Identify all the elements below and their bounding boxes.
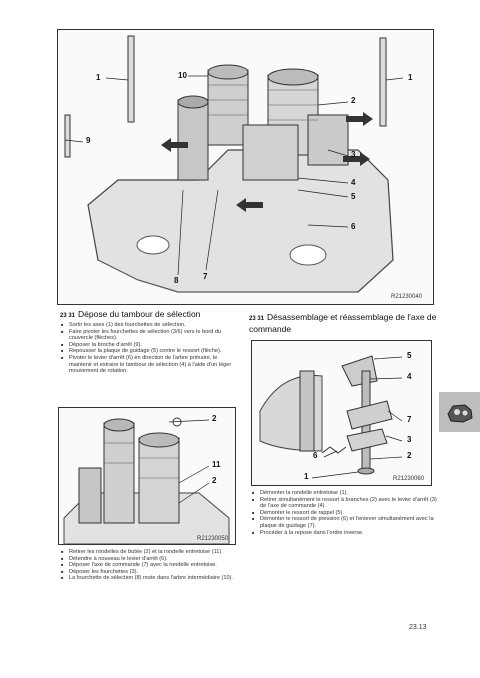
list-item: Retirer simultanément le ressort à branc… <box>252 497 438 510</box>
gearbox-icon <box>447 404 473 423</box>
list-item: Démonter le ressort de pression (6) et l… <box>252 516 438 529</box>
callout-6: 6 <box>313 451 318 460</box>
list-item: Déposer la broche d'arrêt (9). <box>61 342 241 349</box>
steps-list-left-after: Retirer les rondelles de butée (2) et la… <box>60 549 241 582</box>
list-item: Retirer les rondelles de butée (2) et la… <box>61 549 241 556</box>
callout-1-left: 1 <box>96 73 101 82</box>
callout-2-top: 2 <box>212 414 217 423</box>
steps-list-left: Sortir les axes (1) des fourchettes de s… <box>60 322 241 375</box>
figure-control-shaft: 5 4 7 3 2 6 1 R21230060 <box>251 340 432 486</box>
control-shaft-illustration <box>259 355 403 479</box>
list-item: Déposer les fourchettes (3). <box>61 569 241 576</box>
callout-6: 6 <box>351 222 356 231</box>
callout-1: 1 <box>304 472 309 481</box>
list-item: Démonter la rondelle entretoise (1). <box>252 490 438 497</box>
page-number: 23.13 <box>409 624 427 631</box>
list-item: Déposer l'axe de commande (7) avec la ro… <box>61 562 241 569</box>
figure-code: R21230050 <box>197 536 229 542</box>
list-item: Repousser la plaque de guidage (5) contr… <box>61 348 241 355</box>
figure-gearbox-overview: 1 1 10 2 9 3 4 5 6 8 7 R21230040 <box>57 29 434 305</box>
list-item: Détendre à nouveau le levier d'arrêt (6)… <box>61 556 241 563</box>
list-item: La fourchette de sélection (8) reste dan… <box>61 575 241 582</box>
callout-3: 3 <box>351 150 356 159</box>
chapter-tab <box>439 392 480 432</box>
list-item: Procéder à la repose dans l'ordre invers… <box>252 530 438 537</box>
callout-4: 4 <box>407 372 412 381</box>
list-item: Sortir les axes (1) des fourchettes de s… <box>61 322 241 329</box>
callout-5: 5 <box>351 192 356 201</box>
list-item: Faire pivoter les fourchettes de sélecti… <box>61 329 241 342</box>
callout-11: 11 <box>212 460 221 469</box>
callout-1-right: 1 <box>408 73 413 82</box>
callout-8: 8 <box>174 276 179 285</box>
callout-10: 10 <box>178 71 187 80</box>
section-title-text: Désassemblage et réassemblage de l'axe d… <box>249 312 437 334</box>
figure-code: R21230040 <box>391 294 423 300</box>
section-title-text: Dépose du tambour de sélection <box>78 309 201 319</box>
callout-2: 2 <box>351 96 356 105</box>
section-number: 23 31 <box>60 313 76 319</box>
callout-5: 5 <box>407 351 412 360</box>
callout-2-bottom: 2 <box>212 476 217 485</box>
figure-selector-drum: 2 11 2 R21230050 <box>58 407 236 545</box>
callout-7: 7 <box>203 272 208 281</box>
selector-drum-illustration <box>63 417 230 544</box>
list-item: Démonter le ressort de rappel (5). <box>252 510 438 517</box>
callout-7: 7 <box>407 415 412 424</box>
section-number: 23 31 <box>249 316 265 322</box>
gearbox-illustration <box>64 35 404 293</box>
list-item: Pivoter le levier d'arrêt (6) en directi… <box>61 355 241 375</box>
steps-list-right: Démonter la rondelle entretoise (1). Ret… <box>251 490 438 536</box>
callout-2: 2 <box>407 451 412 460</box>
figure-code: R21230060 <box>393 476 425 482</box>
callout-9: 9 <box>86 136 91 145</box>
callout-4: 4 <box>351 178 356 187</box>
callout-3: 3 <box>407 435 412 444</box>
